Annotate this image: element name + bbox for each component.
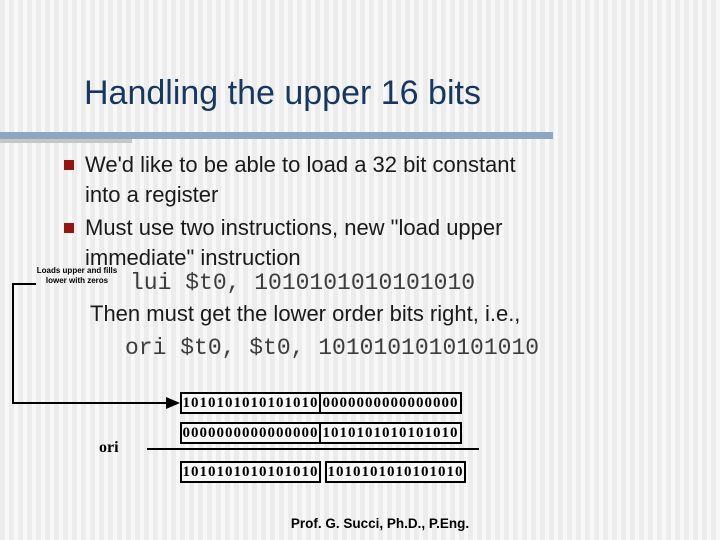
callout-note: Loads upper and fills lower with zeros xyxy=(30,266,124,286)
code-ori-instruction: ori $t0, $t0, 1010101010101010 xyxy=(125,335,540,361)
title-underline-bar-shadow xyxy=(0,139,132,143)
bullet-text-line: We'd like to be able to load a 32 bit co… xyxy=(85,152,516,177)
bullet-text-line: immediate" instruction xyxy=(85,245,301,270)
slide-title: Handling the upper 16 bits xyxy=(84,74,481,112)
bit-field-upper: 0000000000000000 xyxy=(180,422,321,444)
title-underline-bar xyxy=(0,132,553,139)
bullet-text-line: Must use two instructions, new "load upp… xyxy=(85,215,503,240)
bit-field-upper: 1010101010101010 xyxy=(180,392,321,414)
square-bullet-icon xyxy=(64,223,74,233)
ori-operator-label: ori xyxy=(99,439,119,456)
bullet-list: We'd like to be able to load a 32 bit co… xyxy=(62,150,672,276)
code-lui-instruction: lui $t0, 1010101010101010 xyxy=(130,270,476,296)
bullet-item: We'd like to be able to load a 32 bit co… xyxy=(62,150,672,210)
callout-note-line: lower with zeros xyxy=(45,276,109,285)
diagram-row-lui-result: 1010101010101010 0000000000000000 xyxy=(180,392,462,414)
diagram-row-final-result: 1010101010101010 1010101010101010 xyxy=(180,461,466,483)
diagram-row-ori-operand: 0000000000000000 1010101010101010 xyxy=(180,422,462,444)
bit-field-upper: 1010101010101010 xyxy=(180,461,321,483)
bit-field-lower: 1010101010101010 xyxy=(325,461,466,483)
bit-field-lower: 0000000000000000 xyxy=(319,392,462,414)
bullet-text-line: into a register xyxy=(85,182,219,207)
footer-author: Prof. G. Succi, Ph.D., P.Eng. xyxy=(290,516,470,531)
result-rule-line xyxy=(147,448,479,450)
bullet-item: Must use two instructions, new "load upp… xyxy=(62,213,672,273)
callout-note-line: Loads upper and fills xyxy=(36,266,118,275)
then-text: Then must get the lower order bits right… xyxy=(90,301,521,326)
square-bullet-icon xyxy=(64,160,74,170)
bit-field-lower: 1010101010101010 xyxy=(319,422,462,444)
